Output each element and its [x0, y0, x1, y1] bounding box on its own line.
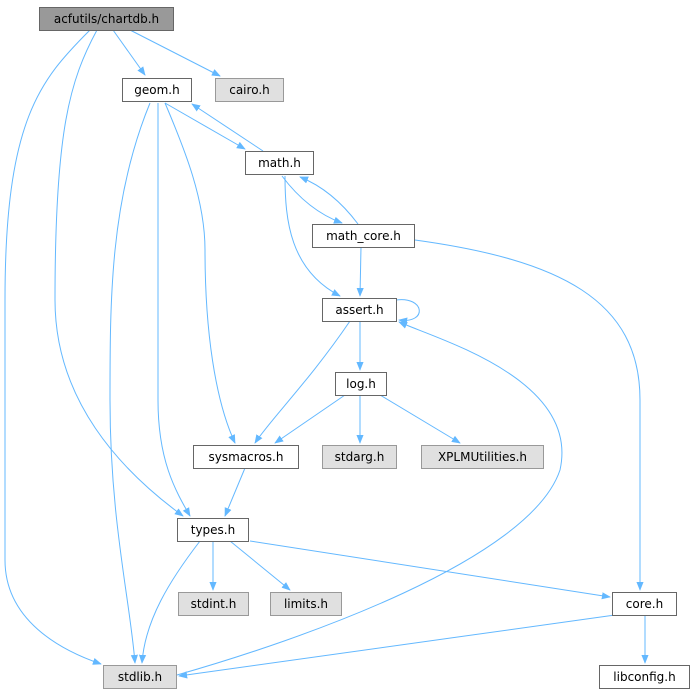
node-geom-h[interactable]: geom.h	[122, 78, 192, 102]
node-xplmutilities-h[interactable]: XPLMUtilities.h	[421, 445, 544, 469]
node-stdarg-h[interactable]: stdarg.h	[322, 445, 397, 469]
edge-chartdb-to-cairo	[129, 29, 221, 77]
edge-types-to-stdlib	[138, 540, 201, 664]
edge-chartdb-to-types	[54, 29, 184, 517]
edge-core-to-stdlib	[178, 614, 616, 679]
edge-chartdb-to-stdlib	[4, 29, 102, 665]
node-log-h[interactable]: log.h	[335, 372, 387, 396]
edge-chartdb-to-geom	[112, 29, 146, 76]
edge-geom-to-math	[164, 102, 246, 150]
edge-stdlib-to-assert	[176, 321, 563, 676]
edge-geom-to-sysmacros	[164, 102, 236, 444]
edge-types-to-core	[249, 540, 611, 600]
edge-assert-to-sysmacros	[254, 320, 351, 444]
node-chartdb-h[interactable]: acfutils/chartdb.h	[39, 7, 174, 31]
edge-math-to-assert	[284, 175, 341, 297]
edge-math_core-to-math	[299, 176, 359, 225]
node-core-h[interactable]: core.h	[612, 592, 677, 616]
edge-geom-to-stdlib	[109, 102, 151, 664]
node-stdint-h[interactable]: stdint.h	[178, 592, 249, 616]
node-limits-h[interactable]: limits.h	[270, 592, 342, 616]
node-math-core-h[interactable]: math_core.h	[312, 224, 415, 248]
node-libconfig-h[interactable]: libconfig.h	[599, 665, 690, 689]
node-assert-h[interactable]: assert.h	[322, 298, 397, 322]
edge-types-to-limits	[229, 540, 291, 591]
edge-math_core-to-assert	[356, 246, 364, 297]
node-math-h[interactable]: math.h	[245, 151, 314, 175]
edge-sysmacros-to-types	[224, 467, 246, 517]
node-stdlib-h[interactable]: stdlib.h	[103, 665, 177, 689]
edge-math_core-to-core	[414, 239, 644, 591]
node-types-h[interactable]: types.h	[177, 518, 249, 542]
edge-log-to-xplm	[379, 394, 461, 444]
edge-log-to-sysmacros	[274, 394, 346, 444]
edge-math-to-geom	[191, 103, 264, 152]
edge-assert-to-assert	[395, 299, 420, 325]
node-sysmacros-h[interactable]: sysmacros.h	[193, 445, 299, 469]
edge-math-to-math_core	[281, 175, 343, 224]
edge-geom-to-types	[157, 103, 191, 517]
node-cairo-h[interactable]: cairo.h	[215, 78, 284, 102]
